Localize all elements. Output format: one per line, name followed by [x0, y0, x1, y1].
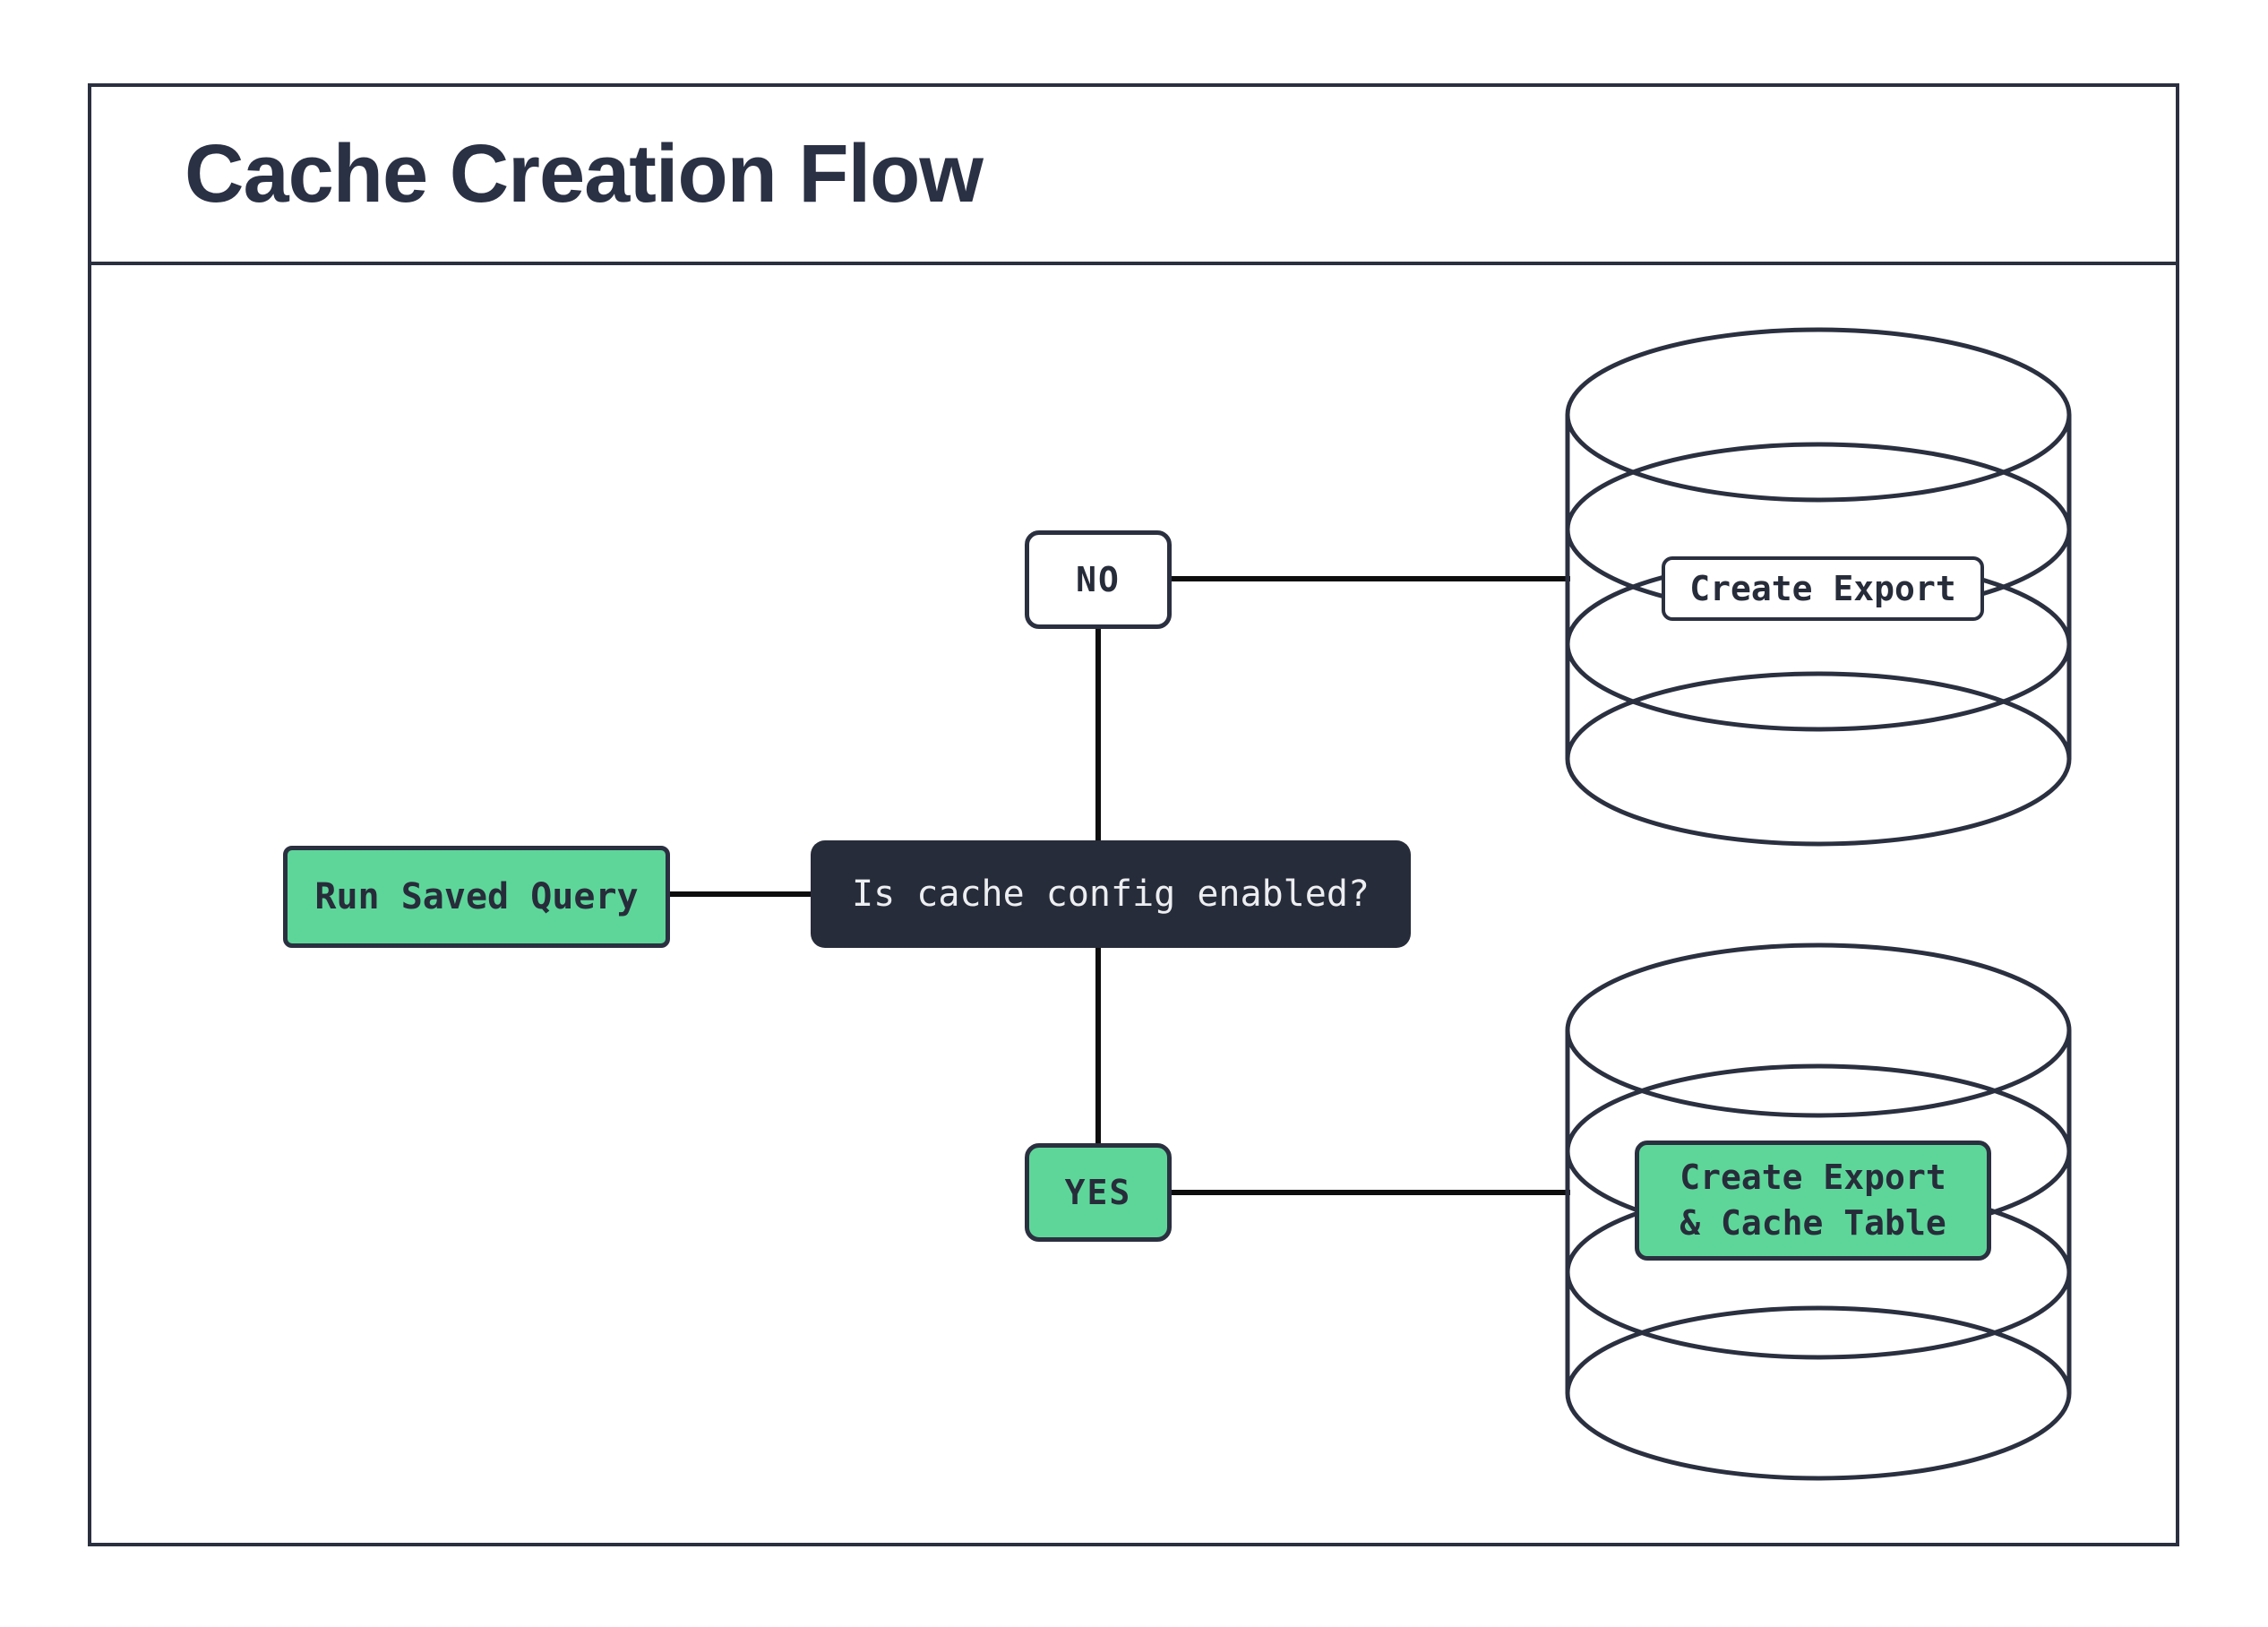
connector-start-to-decision [670, 891, 811, 897]
diagram-header: Cache Creation Flow [91, 87, 2176, 265]
decision-node-cache-config: Is cache config enabled? [811, 840, 1411, 948]
outcome-node-create-export: Create Export [1662, 556, 1984, 621]
branch-node-no: NO [1025, 530, 1172, 629]
outcome-node-create-export-cache-table: Create Export & Cache Table [1635, 1141, 1991, 1261]
connector-yes-to-database [1172, 1190, 1570, 1195]
connector-no-to-database [1172, 576, 1570, 581]
connector-no-to-decision [1095, 627, 1101, 842]
outcome-no-label: Create Export [1689, 569, 1956, 608]
start-node-label: Run Saved Query [314, 876, 639, 917]
outcome-yes-label-line1: Create Export [1680, 1157, 1946, 1197]
connector-decision-to-yes [1095, 948, 1101, 1145]
page-title: Cache Creation Flow [185, 128, 984, 220]
branch-node-yes: YES [1025, 1143, 1172, 1242]
start-node-run-saved-query: Run Saved Query [283, 846, 670, 948]
diagram-frame: Cache Creation Flow [88, 83, 2179, 1546]
branch-yes-label: YES [1064, 1173, 1132, 1212]
branch-no-label: NO [1076, 560, 1121, 599]
outcome-yes-label-line2: & Cache Table [1680, 1203, 1946, 1243]
decision-node-label: Is cache config enabled? [852, 874, 1370, 915]
